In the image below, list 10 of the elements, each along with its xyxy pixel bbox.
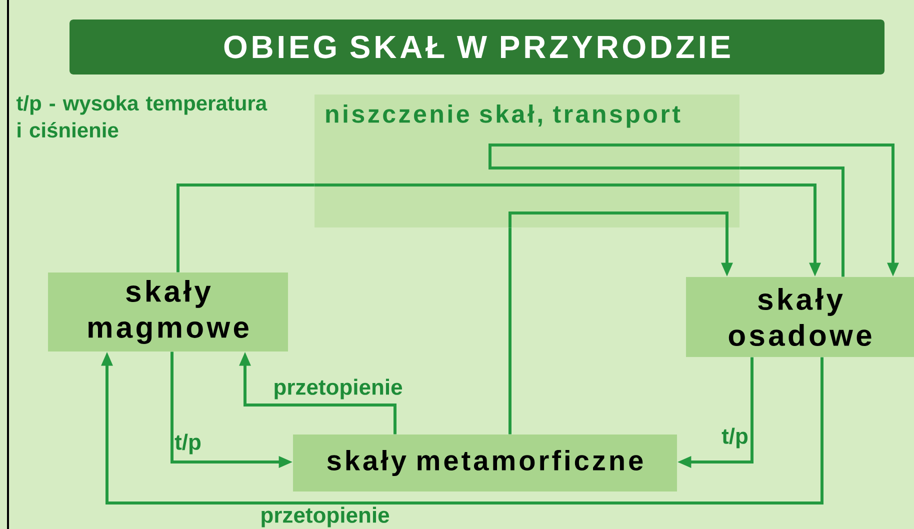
process-band: niszczenie skał, transport (314, 94, 740, 228)
edge-label: przetopienie (272, 378, 404, 400)
edge-label: przetopienie (259, 506, 391, 528)
edge-label: t/p (720, 426, 750, 450)
title-banner: OBIEG SKAŁ W PRZYRODZIE (70, 20, 884, 74)
rock-box: skały osadowe (686, 277, 914, 357)
edge-label: t/p (174, 432, 202, 456)
note-text: t/p - wysoka temperatura i ciśnienie (16, 95, 268, 138)
rock-box: skały magmowe (48, 272, 288, 352)
rock-box: skały metamorficzne (293, 434, 677, 492)
